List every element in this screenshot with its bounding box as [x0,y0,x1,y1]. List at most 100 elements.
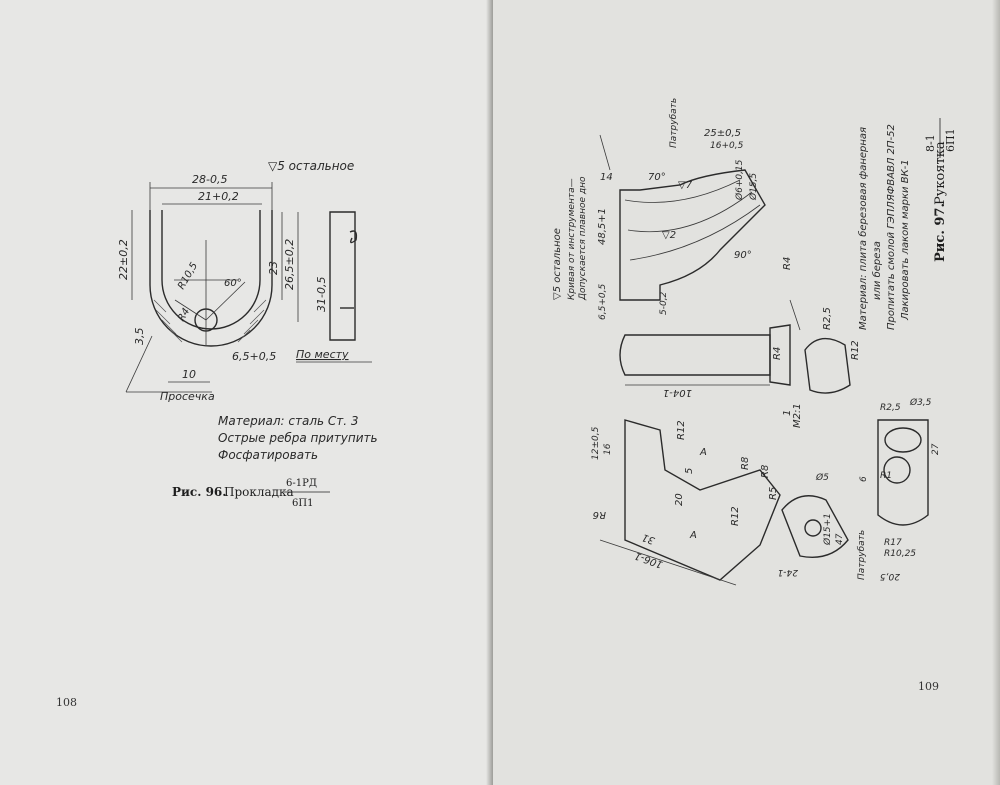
angle-60: 60° [224,278,242,289]
dim-d3-5: Ø3,5 [909,397,932,408]
figure-97-title: Рукоятка [933,141,948,205]
top-view-hole [883,456,911,484]
section-a-a [781,495,849,558]
section-hole [804,519,822,537]
dim-20: 20 [674,493,685,506]
dim-31-5: 31-0,5 [315,277,328,312]
dim-5b: 5 [684,468,695,474]
radius-10-25: R10,25 [884,549,916,559]
angle-90: 90° [734,250,752,261]
material-note-2: Острые ребра притупить [218,431,378,445]
dim-10: 10 [182,368,196,381]
dim-23: 23 [267,261,280,275]
dim-d5: Ø5 [815,472,829,483]
radius-4-top: R4 [782,257,793,270]
handle-front-view [624,419,781,581]
dim-27: 27 [931,443,941,455]
dim-28: 28-0,5 [192,173,227,186]
dim-12: 12±0,5 [591,426,601,460]
hatch-left [153,299,183,343]
radius-4-mid: R4 [772,347,783,360]
figure-97-code-top: 8-1 [924,134,937,152]
dim-d6: Ø6+0,15 [734,159,745,201]
dim-6-5: 6,5+0,5 [232,350,276,363]
section-marker-a-2: А [689,530,697,541]
material-note-r1: Материал: плита березовая фанерная [857,127,869,330]
cylinder-view [619,334,771,376]
cylinder-cap [769,324,791,386]
figure-96-title: Прокладка [224,485,294,499]
cap-piece [804,337,851,394]
handle-top-view [877,419,929,526]
note-curve-2: Допускается плавное дно [578,176,588,301]
roughness-2: ▽2 [662,230,676,241]
figure-96-code-bottom: 6П1 [292,498,313,509]
note-patrubat-bottom: Патрубать [857,530,867,580]
note-patrubat-top: Патрубать [669,98,679,148]
dim-104: 104-1 [663,387,692,398]
scale-m2: М2:1 [792,403,803,428]
dim-d15-5: Ø15,5 [748,173,759,201]
hatch-bottom [789,299,801,331]
radius-17: R17 [884,538,902,548]
right-drawing-svg: ▽5 остальное Кривая от инструмента— Допу… [552,98,957,693]
dim-22: 22±0,2 [117,239,130,280]
radius-12-c: R12 [730,506,741,526]
leader-prosechka [125,335,153,393]
radius-6: R6 [593,509,606,520]
radius-line [174,299,207,321]
dim-line-106 [599,539,737,586]
note-po-mestu: По месту [296,348,349,361]
right-page: ▽5 остальное Кривая от инструмента— Допу… [493,0,1000,785]
material-note-r4: Лакировать лаком марки ВК-1 [900,159,911,321]
figure-96-code-top: 6-1РД [286,478,317,489]
gasket-outline [149,210,273,347]
gasket-inner [161,210,261,330]
dim-6-5-right: 6,5+0,5 [598,284,608,320]
hatch-top [599,134,611,171]
top-view-ring [884,427,922,453]
radius-8-b: R8 [760,465,771,478]
note-prosechka: Просечка [160,390,215,403]
left-page: ▽5 остальное 28-0,5 21+0,2 2 [0,0,492,785]
dim-d15: Ø15+1 [822,513,833,546]
handle-side-view [619,169,766,301]
radius-8-a: R8 [740,457,751,470]
dim-47: 47 [835,533,845,545]
dim-6: 6 [859,476,869,482]
dim-3-5: 3,5 [133,328,146,346]
dim-14: 14 [600,172,613,183]
dim-16: 16+0,5 [710,141,744,151]
material-note-1: Материал: сталь Ст. 3 [218,414,359,428]
radius-10-5: R10,5 [176,261,200,292]
radius-12: R12 [850,340,861,360]
figure-96-number: Рис. 96. [172,485,226,499]
roughness-7: ▽7 [678,180,693,191]
section-marker-a-1: А [699,447,707,458]
dim-5: 5-0,2 [659,291,669,315]
figure-97-code-bottom: 6П1 [944,128,957,152]
radius-1: R1 [880,471,892,481]
dim-31: 31 [641,531,657,546]
dim-25: 25±0,5 [704,128,741,139]
dim-48-5: 48,5+1 [597,208,608,245]
dim-21: 21+0,2 [198,190,239,203]
side-view-clip [349,230,358,244]
page-number-left: 108 [56,696,77,709]
dim-26-5: 26,5±0,2 [283,239,296,290]
radius-2-5-b: R2,5 [880,403,901,413]
dim-20-5: 20,5 [880,571,900,581]
hatch-right [237,299,267,343]
radius-line [205,281,246,321]
left-drawing-svg: ▽5 остальное 28-0,5 21+0,2 2 [56,159,378,709]
scale-1: 1 [782,410,793,416]
dim-16-b: 16 [603,443,613,455]
surface-roughness-note-right: ▽5 остальное [552,228,563,300]
radius-12-b: R12 [676,420,687,440]
page-edge [992,0,1000,785]
radius-2-5: R2,5 [822,307,833,330]
side-view-outline [329,211,356,341]
page-number-right: 109 [918,680,939,693]
figure-97-number: Рис. 97. [933,203,948,262]
dim-24: 24-1 [778,567,798,577]
